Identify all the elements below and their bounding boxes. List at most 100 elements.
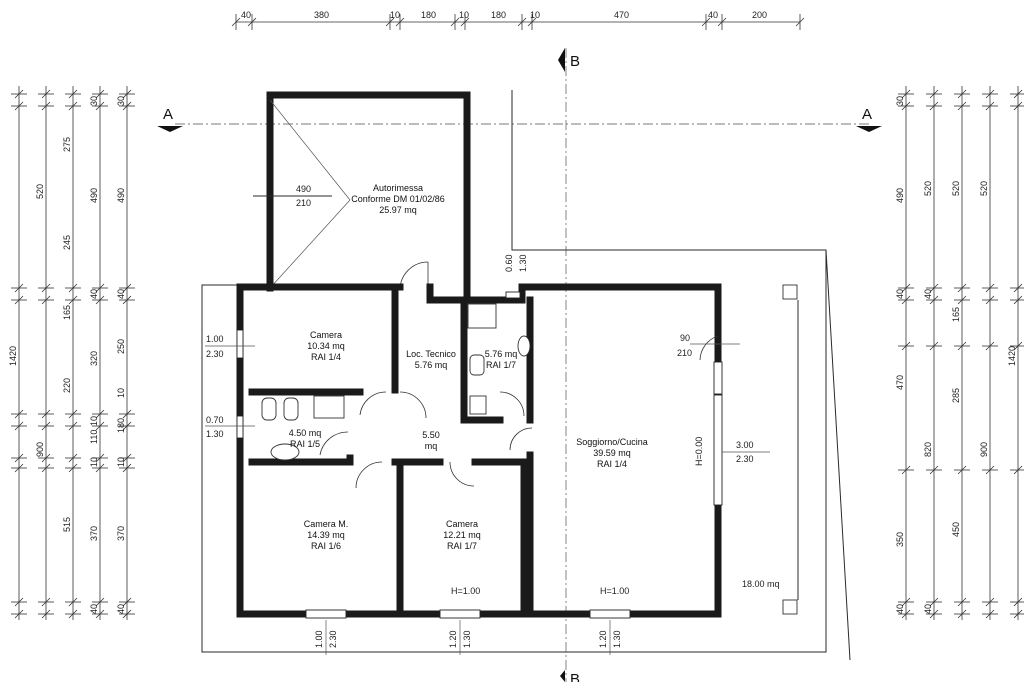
left-tick-slash bbox=[14, 101, 24, 111]
left-tick-slash bbox=[122, 597, 132, 607]
portico-pillar-bottom bbox=[782, 599, 798, 615]
top-tick-slash bbox=[450, 17, 460, 27]
left-tick-slash bbox=[95, 453, 105, 463]
window-bottom-1 bbox=[305, 609, 347, 619]
left-tick-slash bbox=[122, 101, 132, 111]
left-tick-slash bbox=[95, 295, 105, 305]
right-tick-slash bbox=[985, 465, 995, 475]
bagno2-area: 4.50 mq bbox=[289, 428, 322, 438]
top-wall-right bbox=[426, 283, 722, 334]
right-tick-slash bbox=[929, 341, 939, 351]
top-tick-slash bbox=[717, 17, 727, 27]
window-camera1 bbox=[236, 329, 244, 359]
left-tick-slash bbox=[122, 409, 132, 419]
left-tick-slash bbox=[68, 609, 78, 619]
camera1-rai: RAI 1/4 bbox=[311, 352, 341, 362]
right-tick-slash bbox=[1013, 341, 1023, 351]
bottom-win2-h: 1.30 bbox=[462, 630, 472, 648]
door-swing-camera2 bbox=[449, 461, 475, 487]
right-tick-slash bbox=[1013, 465, 1023, 475]
top-tick-slash bbox=[795, 17, 805, 27]
bagno1-area: 5.76 mq bbox=[485, 349, 518, 359]
portico-area: 18.00 mq bbox=[742, 579, 780, 589]
right-c3-0: 520 bbox=[951, 181, 961, 196]
left-total: 1420 bbox=[8, 346, 18, 366]
left-c4-7: 370 bbox=[116, 526, 126, 541]
right-total: 1420 bbox=[1007, 346, 1017, 366]
left-c3-1: 490 bbox=[89, 188, 99, 203]
sogg-door-w: 90 bbox=[680, 333, 690, 343]
sink-1 bbox=[517, 335, 531, 357]
right-tick-slash bbox=[957, 597, 967, 607]
left-c4-6: 10 bbox=[116, 457, 126, 467]
left-c4-0: 30 bbox=[116, 96, 126, 106]
right-tick-slash bbox=[1013, 283, 1023, 293]
left-tick-slash bbox=[122, 89, 132, 99]
bottom-win1-h: 2.30 bbox=[328, 630, 338, 648]
camera1-name: Camera bbox=[310, 330, 342, 340]
disimpegno-unit: mq bbox=[425, 441, 438, 451]
right-c1-4: 350 bbox=[895, 532, 905, 547]
left-tick-slash bbox=[41, 453, 51, 463]
left-tick-slash bbox=[14, 609, 24, 619]
garage-inner-door-swing bbox=[399, 261, 429, 291]
left-c2-2: 165 bbox=[62, 305, 72, 320]
garage-door-height: 210 bbox=[296, 198, 311, 208]
top-win-w: 0.60 bbox=[504, 254, 514, 272]
right-tick-slash bbox=[985, 341, 995, 351]
left-tick-slash bbox=[95, 89, 105, 99]
left-tick-slash bbox=[122, 295, 132, 305]
left-tick-slash bbox=[122, 609, 132, 619]
top-dim-3: 180 bbox=[421, 10, 436, 20]
right-c2-3: 40 bbox=[923, 604, 933, 614]
top-tick-slash bbox=[385, 17, 395, 27]
right-tick-slash bbox=[985, 295, 995, 305]
right-tick-slash bbox=[901, 465, 911, 475]
bottom-win2-sill: H=1.00 bbox=[451, 586, 480, 596]
section-a-right-label: A bbox=[862, 106, 872, 123]
left-c3-2: 40 bbox=[89, 289, 99, 299]
right-c2-0: 520 bbox=[923, 181, 933, 196]
right-tick-slash bbox=[985, 609, 995, 619]
top-dimension-ticks bbox=[231, 14, 805, 30]
top-dim-7: 470 bbox=[614, 10, 629, 20]
right-c1-3: 470 bbox=[895, 375, 905, 390]
left-tick-slash bbox=[41, 283, 51, 293]
right-tick-slash bbox=[901, 597, 911, 607]
soggiorno-name: Soggiorno/Cucina bbox=[576, 437, 648, 447]
right-tick-slash bbox=[929, 597, 939, 607]
sink-2 bbox=[270, 443, 300, 461]
door-swing-bagno1 bbox=[499, 391, 525, 417]
window-bagno2 bbox=[236, 415, 244, 439]
left-tick-slash bbox=[122, 421, 132, 431]
disimpegno-area: 5.50 bbox=[422, 430, 440, 440]
left-tick-slash bbox=[14, 597, 24, 607]
bottom-win3-h: 1.30 bbox=[612, 630, 622, 648]
top-tick-slash bbox=[517, 17, 527, 27]
door-swing-camera-m bbox=[355, 461, 383, 489]
door-swing-soggiorno bbox=[509, 427, 533, 451]
left-tick-slash bbox=[68, 283, 78, 293]
left-c1-0: 520 bbox=[35, 184, 45, 199]
right-tick-slash bbox=[985, 101, 995, 111]
window-soggiorno-upper bbox=[713, 361, 723, 395]
right-c4-1: 900 bbox=[979, 442, 989, 457]
top-dim-2: 10 bbox=[390, 10, 400, 20]
left-tick-slash bbox=[41, 597, 51, 607]
left-tick-slash bbox=[14, 89, 24, 99]
left-c4-1: 490 bbox=[116, 188, 126, 203]
right-tick-slash bbox=[929, 295, 939, 305]
left-tick-slash bbox=[14, 463, 24, 473]
right-tick-slash bbox=[985, 89, 995, 99]
left-c3-3: 320 bbox=[89, 351, 99, 366]
bagno1-rai: RAI 1/7 bbox=[486, 360, 516, 370]
left-tick-slash bbox=[41, 89, 51, 99]
left-tick-slash bbox=[41, 463, 51, 473]
camera-m-rai: RAI 1/6 bbox=[311, 541, 341, 551]
autorimessa-note: Conforme DM 01/02/86 bbox=[351, 194, 445, 204]
left-tick-slash bbox=[122, 283, 132, 293]
toilet-2 bbox=[261, 397, 277, 421]
sogg-door-h: 210 bbox=[677, 348, 692, 358]
section-a-left-label: A bbox=[163, 106, 173, 123]
